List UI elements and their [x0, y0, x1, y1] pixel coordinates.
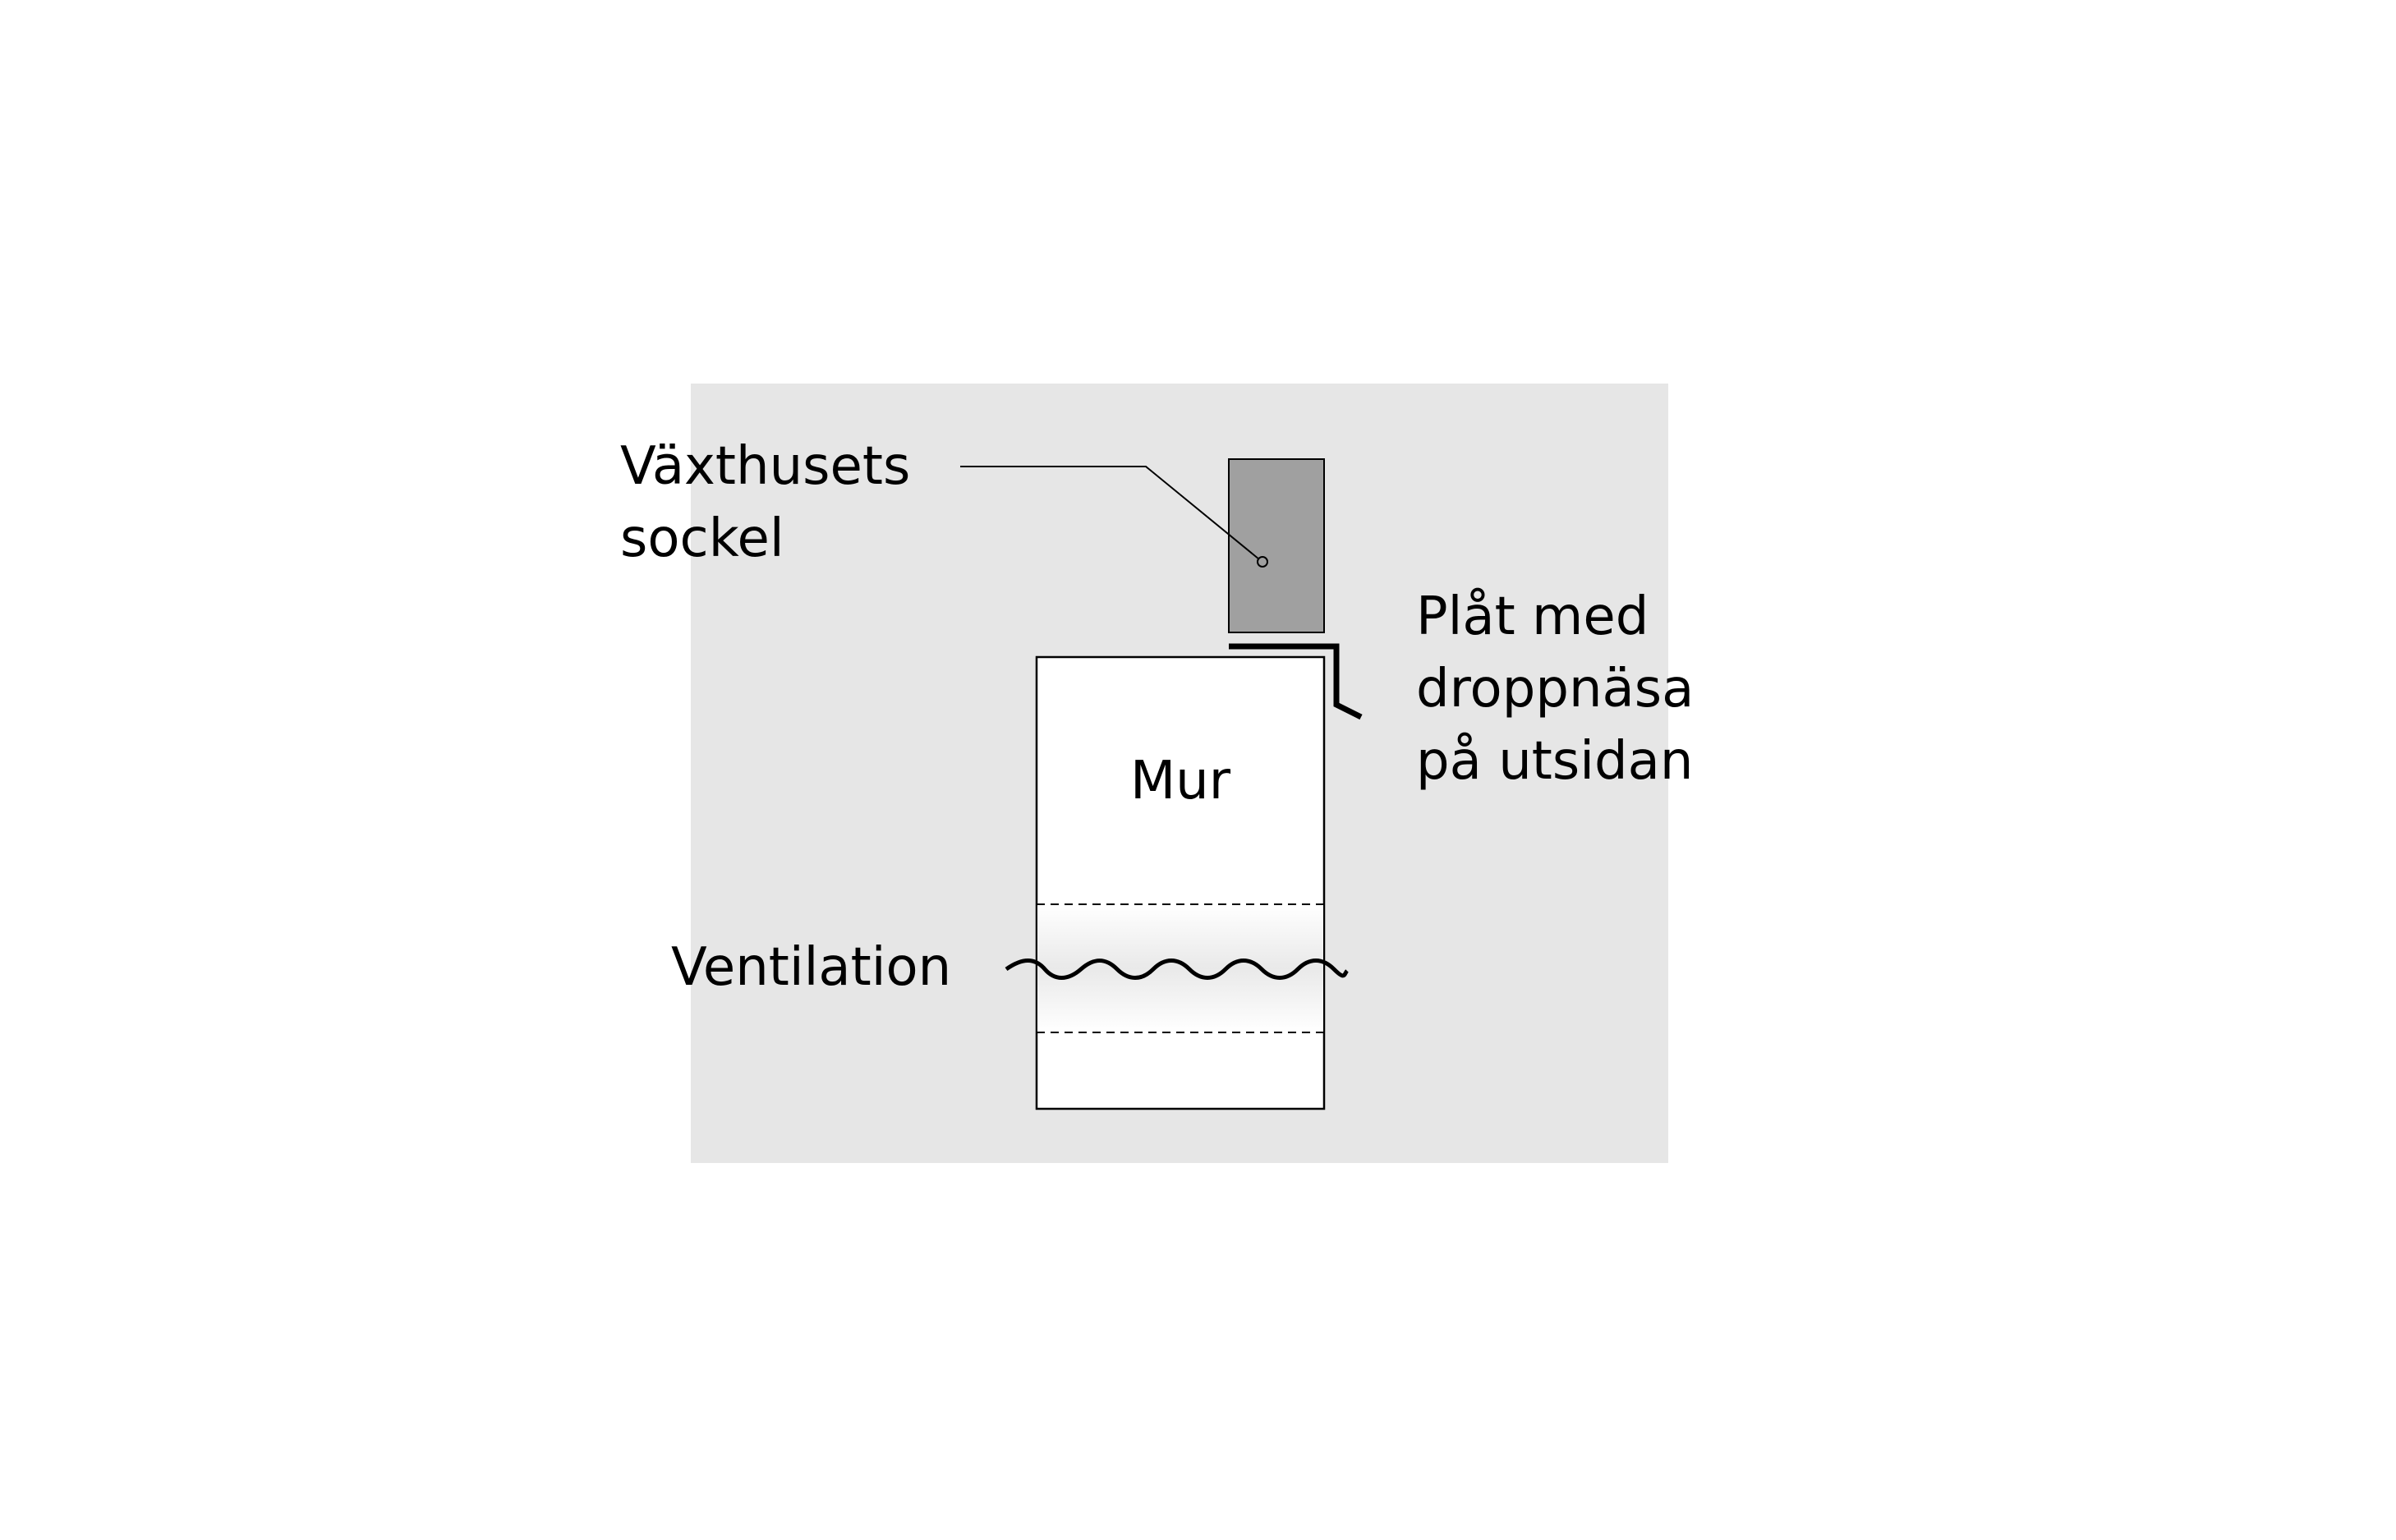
leader-dot: [1257, 556, 1268, 568]
sockel-block: [1228, 458, 1325, 633]
ventilation-label: Ventilation: [671, 937, 951, 998]
plate-label-line1: Plåt med: [1416, 586, 1649, 647]
sockel-label-line1: Växthusets: [620, 436, 910, 497]
sockel-leader: [960, 466, 1268, 568]
sockel-label-line2: sockel: [620, 508, 784, 569]
plate-label: Plåt med droppnäsa på utsidan: [1416, 586, 1711, 792]
sockel-label: Växthusets sockel: [620, 436, 927, 569]
wall-rect: [1035, 655, 1326, 1110]
wall: [1035, 655, 1326, 1110]
plate-label-line3: på utsidan: [1416, 731, 1693, 792]
airflow-wave-icon: [1005, 958, 1349, 980]
leader-line: [960, 466, 1260, 560]
drip-plate: [1229, 643, 1363, 720]
plate-label-line2: droppnäsa: [1416, 659, 1694, 719]
wall-label: Mur: [1130, 751, 1231, 811]
